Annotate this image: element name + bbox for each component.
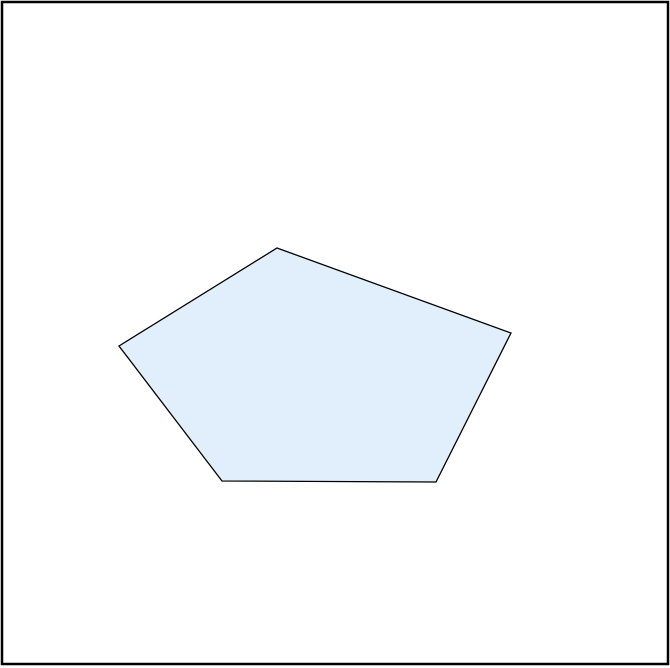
pentagon-shape [118,247,512,483]
